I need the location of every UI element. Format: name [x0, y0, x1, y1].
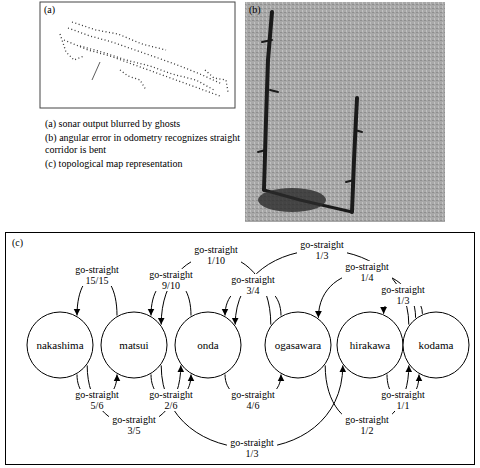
transition-label: go-straight 1/3 — [227, 437, 277, 459]
corridor-trace — [264, 12, 272, 190]
caption-text: (c) topological map representation — [45, 158, 182, 170]
transition-label: go-straight 1/3 — [378, 284, 428, 306]
caption-text: (b) — [249, 4, 261, 16]
map-frame — [6, 233, 475, 465]
transition-label: go-straight 15/15 — [72, 264, 122, 286]
sonar-points — [60, 22, 228, 96]
corridor-trace — [258, 40, 362, 182]
circle-outline — [265, 312, 331, 378]
circle-outline — [101, 312, 167, 378]
place-circle: kodama — [402, 311, 470, 379]
transition-label: go-straight 3/4 — [228, 274, 278, 296]
caption-text: (a) — [44, 4, 55, 16]
sonar-band — [64, 40, 220, 96]
transition-label: go-straight 1/4 — [342, 261, 392, 283]
circle-outline — [27, 312, 93, 378]
place-name: hirakawa — [350, 339, 390, 351]
node-text-holder: kodama — [402, 311, 470, 379]
transition-label: go-straight 5/6 — [72, 389, 122, 411]
place-name: nakashima — [36, 339, 83, 351]
ghost-points — [120, 70, 146, 90]
place-name: kodama — [419, 339, 454, 351]
caption-text: (a) sonar output blurred by ghosts — [45, 118, 180, 130]
place-circle: onda — [174, 311, 242, 379]
transition-label: go-straight 1/3 — [297, 239, 347, 261]
transition-label: go-straight 9/10 — [146, 269, 196, 291]
place-circle: nakashima — [26, 311, 94, 379]
sonar-band — [68, 28, 222, 84]
place-circle: matsui — [100, 311, 168, 379]
node-text-holder: ogasawara — [264, 311, 332, 379]
sonar-band — [72, 22, 166, 50]
transition-label: go-straight 1/10 — [191, 244, 241, 266]
node-text-holder: nakashima — [26, 311, 94, 379]
sonar-band — [80, 46, 214, 90]
sonar-band — [60, 34, 84, 60]
caption-text: (b) angular error in odometry recognizes… — [45, 132, 240, 156]
transition-label: go-straight 1/1 — [378, 389, 428, 411]
odometry-photo — [245, 2, 445, 222]
place-name: ogasawara — [275, 339, 321, 351]
transition-label: go-straight 1/2 — [342, 414, 392, 436]
node-text-holder: onda — [174, 311, 242, 379]
sonar-band — [205, 70, 228, 92]
place-name: onda — [197, 339, 218, 351]
place-name: matsui — [119, 339, 148, 351]
corridor-trace — [258, 12, 362, 212]
corridor-trace — [352, 98, 357, 212]
caption-text: (c) — [12, 237, 23, 249]
place-circle: ogasawara — [264, 311, 332, 379]
place-circle: hirakawa — [336, 311, 404, 379]
trace-blob — [258, 188, 326, 212]
leader-line — [92, 62, 100, 80]
transition-label: go-straight 4/6 — [228, 389, 278, 411]
node-text-holder: hirakawa — [336, 311, 404, 379]
transition-label: go-straight 2/6 — [146, 389, 196, 411]
circle-outline — [403, 312, 469, 378]
sonar-frame — [40, 2, 235, 108]
circle-outline — [175, 312, 241, 378]
node-text-holder: matsui — [100, 311, 168, 379]
transition-label: go-straight 3/5 — [109, 414, 159, 436]
circle-outline — [337, 312, 403, 378]
